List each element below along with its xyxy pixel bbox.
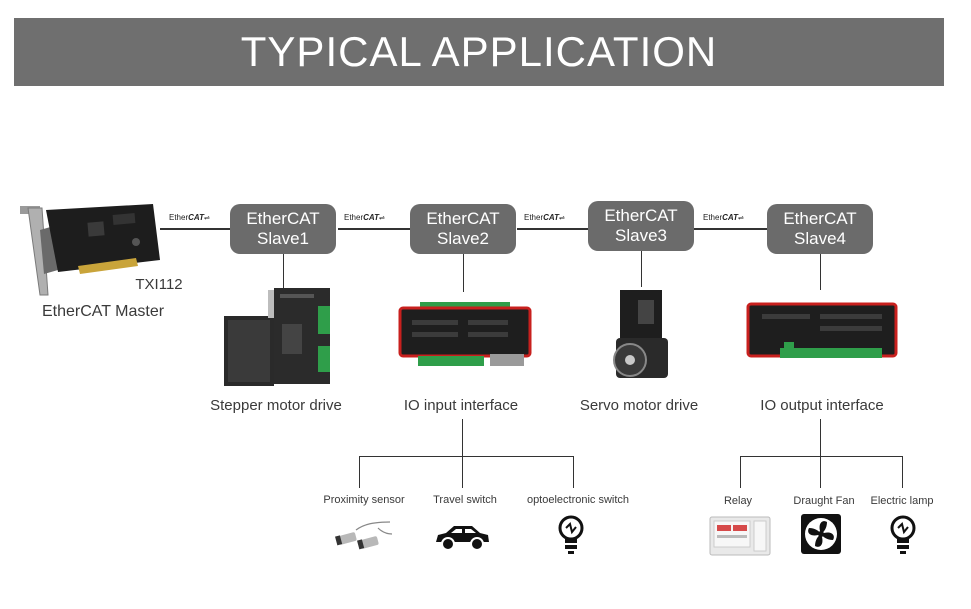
ethercat-logo: EtherCAT⇌ — [169, 213, 210, 222]
input-label-proximity: Proximity sensor — [323, 494, 405, 506]
ethercat-logo: EtherCAT⇌ — [703, 213, 744, 222]
slave-label-line1: EtherCAT — [426, 209, 500, 228]
slave2-box: EtherCAT Slave2 — [410, 204, 516, 254]
slave-label-line1: EtherCAT — [783, 209, 857, 228]
output-label-relay: Relay — [723, 495, 753, 507]
output-branch — [740, 456, 741, 488]
output-tree-trunk — [820, 419, 821, 457]
pci-card-image — [20, 204, 160, 296]
input-branch — [573, 456, 574, 488]
relay-icon — [709, 516, 771, 556]
io-input-module-image — [398, 302, 532, 366]
slave-label-line2: Slave2 — [437, 229, 489, 248]
slave4-box: EtherCAT Slave4 — [767, 204, 873, 254]
io-output-module-image — [746, 302, 898, 358]
ethercat-logo: EtherCAT⇌ — [524, 213, 565, 222]
servo-drive-image — [613, 290, 668, 378]
bus-line-master-slave1 — [160, 228, 232, 230]
output-label-lamp: Electric lamp — [870, 495, 934, 507]
proximity-sensor-icon — [335, 521, 393, 550]
output-branch — [902, 456, 903, 488]
drop-line-slave2 — [463, 254, 464, 292]
output-branch — [820, 456, 821, 488]
slave-label-line2: Slave4 — [794, 229, 846, 248]
bus-line-slave3-slave4 — [694, 228, 768, 230]
device-label: Servo motor drive — [579, 397, 699, 414]
input-label-opto: optoelectronic switch — [526, 494, 630, 506]
bulb-icon — [558, 515, 584, 554]
input-label-travel: Travel switch — [433, 494, 497, 506]
ethercat-logo: EtherCAT⇌ — [344, 213, 385, 222]
fan-icon — [801, 514, 841, 554]
slave-label-line1: EtherCAT — [604, 206, 678, 225]
drop-line-slave4 — [820, 254, 821, 290]
device-label: IO input interface — [403, 397, 519, 414]
title-banner: TYPICAL APPLICATION — [14, 18, 944, 86]
bus-line-slave2-slave3 — [517, 228, 588, 230]
drop-line-slave1 — [283, 254, 284, 294]
slave-label-line1: EtherCAT — [246, 209, 320, 228]
device-label: IO output interface — [760, 397, 884, 414]
output-tree-bar — [740, 456, 903, 457]
slave3-box: EtherCAT Slave3 — [588, 201, 694, 251]
input-branch — [462, 456, 463, 488]
page-title: TYPICAL APPLICATION — [240, 28, 718, 75]
slave-label-line2: Slave1 — [257, 229, 309, 248]
slave-label-line2: Slave3 — [615, 226, 667, 245]
bulb-icon — [890, 515, 916, 554]
slave1-box: EtherCAT Slave1 — [230, 204, 336, 254]
car-icon — [436, 526, 489, 551]
input-branch — [359, 456, 360, 488]
output-label-fan: Draught Fan — [793, 495, 855, 507]
input-tree-trunk — [462, 419, 463, 457]
input-tree-bar — [359, 456, 574, 457]
bus-line-slave1-slave2 — [338, 228, 411, 230]
stepper-drive-image — [224, 288, 330, 386]
master-model-label: TXI112 — [135, 276, 183, 293]
drop-line-slave3 — [641, 251, 642, 287]
master-label: EtherCAT Master — [41, 303, 165, 320]
device-label: Stepper motor drive — [210, 397, 342, 414]
